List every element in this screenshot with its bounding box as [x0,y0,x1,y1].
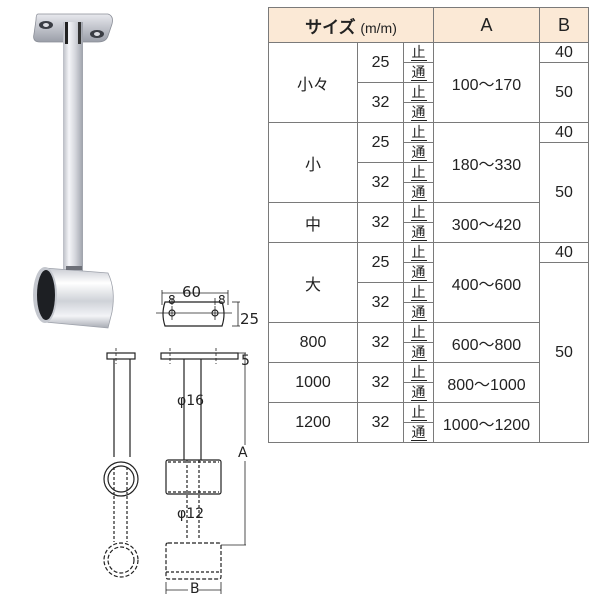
size-spec-table: サイズ (m/m) A B 小々 25 止 100〜170 40 通 50 32… [268,7,589,443]
header-size: サイズ (m/m) [268,7,434,43]
through-cell: 通 [403,102,434,123]
dim-rod-lower: φ12 [177,506,205,522]
through-label: 通 [410,264,427,281]
through-label: 通 [410,224,427,241]
dim-rod-upper: φ16 [177,393,205,409]
header-size-label: サイズ [305,17,356,37]
pipe-cell: 32 [357,202,404,243]
stop-cell: 止 [403,282,434,303]
dim-length-a: A [238,445,248,461]
table-row: 大 25 止 400〜600 40 [268,242,589,323]
through-cell: 通 [403,302,434,323]
a-cell: 800〜1000 [433,362,540,403]
table-row: 1000 32 止 800〜1000 [268,362,589,403]
dim-plate-thickness: 5 [241,353,250,369]
pipe-cell: 25 [357,42,404,83]
header-b: B [539,7,589,43]
stop-label: 止 [410,244,427,261]
a-cell: 300〜420 [433,202,540,243]
pipe-cell: 32 [357,362,404,403]
stop-label: 止 [410,164,427,181]
through-label: 通 [410,304,427,321]
b-cell: 50 [539,262,589,443]
size-cell: 大 [268,242,358,323]
stop-label: 止 [410,124,427,141]
through-cell: 通 [403,62,434,83]
through-label: 通 [410,424,427,441]
stop-label: 止 [410,364,427,381]
stop-label: 止 [410,204,427,221]
through-cell: 通 [403,182,434,203]
b-cell: 40 [539,42,589,63]
pipe-cell: 32 [357,322,404,363]
a-cell: 600〜800 [433,322,540,363]
through-label: 通 [410,344,427,361]
a-cell: 100〜170 [433,42,540,123]
table-row: 中 32 止 300〜420 [268,202,589,243]
through-cell: 通 [403,142,434,163]
through-label: 通 [410,144,427,161]
stop-label: 止 [410,44,427,61]
b-cell: 40 [539,242,589,263]
stop-cell: 止 [403,202,434,223]
through-label: 通 [410,384,427,401]
size-cell: 小 [268,122,358,203]
table-row: 1200 32 止 1000〜1200 [268,402,589,443]
product-photo [0,0,150,340]
pipe-cell: 25 [357,242,404,283]
stop-label: 止 [410,324,427,341]
dim-plate-width: 60 [182,283,202,301]
dim-width-b: B [190,581,200,597]
table-row: 小 25 止 180〜330 40 [268,122,589,203]
through-cell: 通 [403,342,434,363]
through-cell: 通 [403,422,434,443]
table-header-row: サイズ (m/m) A B [268,7,589,43]
stop-cell: 止 [403,402,434,423]
through-cell: 通 [403,262,434,283]
pipe-cell: 32 [357,402,404,443]
pipe-cell: 32 [357,162,404,203]
stop-label: 止 [410,284,427,301]
stop-label: 止 [410,84,427,101]
through-label: 通 [410,104,427,121]
b-cell: 50 [539,142,589,243]
size-cell: 小々 [268,42,358,123]
table-row: 800 32 止 600〜800 [268,322,589,363]
dim-plate-depth: 25 [240,310,260,328]
through-cell: 通 [403,382,434,403]
stop-cell: 止 [403,82,434,103]
a-cell: 1000〜1200 [433,402,540,443]
through-label: 通 [410,64,427,81]
stop-cell: 止 [403,362,434,383]
size-cell: 中 [268,202,358,243]
a-cell: 400〜600 [433,242,540,323]
pipe-cell: 25 [357,122,404,163]
stop-cell: 止 [403,42,434,63]
a-cell: 180〜330 [433,122,540,203]
pipe-cell: 32 [357,282,404,323]
stop-cell: 止 [403,322,434,343]
stop-cell: 止 [403,162,434,183]
table-row: 小々 25 止 100〜170 40 [268,42,589,123]
stop-label: 止 [410,404,427,421]
dim-hole-right: 8 [218,293,226,307]
pipe-cell: 32 [357,82,404,123]
stop-cell: 止 [403,122,434,143]
size-cell: 800 [268,322,358,363]
size-cell: 1000 [268,362,358,403]
dim-hole-left: 8 [168,293,176,307]
header-a: A [433,7,540,43]
through-cell: 通 [403,222,434,243]
b-cell: 40 [539,122,589,143]
b-cell: 50 [539,62,589,123]
through-label: 通 [410,184,427,201]
size-cell: 1200 [268,402,358,443]
stop-cell: 止 [403,242,434,263]
header-unit: (m/m) [360,19,397,36]
technical-drawing: 60 8 8 25 5 φ16 φ12 A B [90,280,265,600]
